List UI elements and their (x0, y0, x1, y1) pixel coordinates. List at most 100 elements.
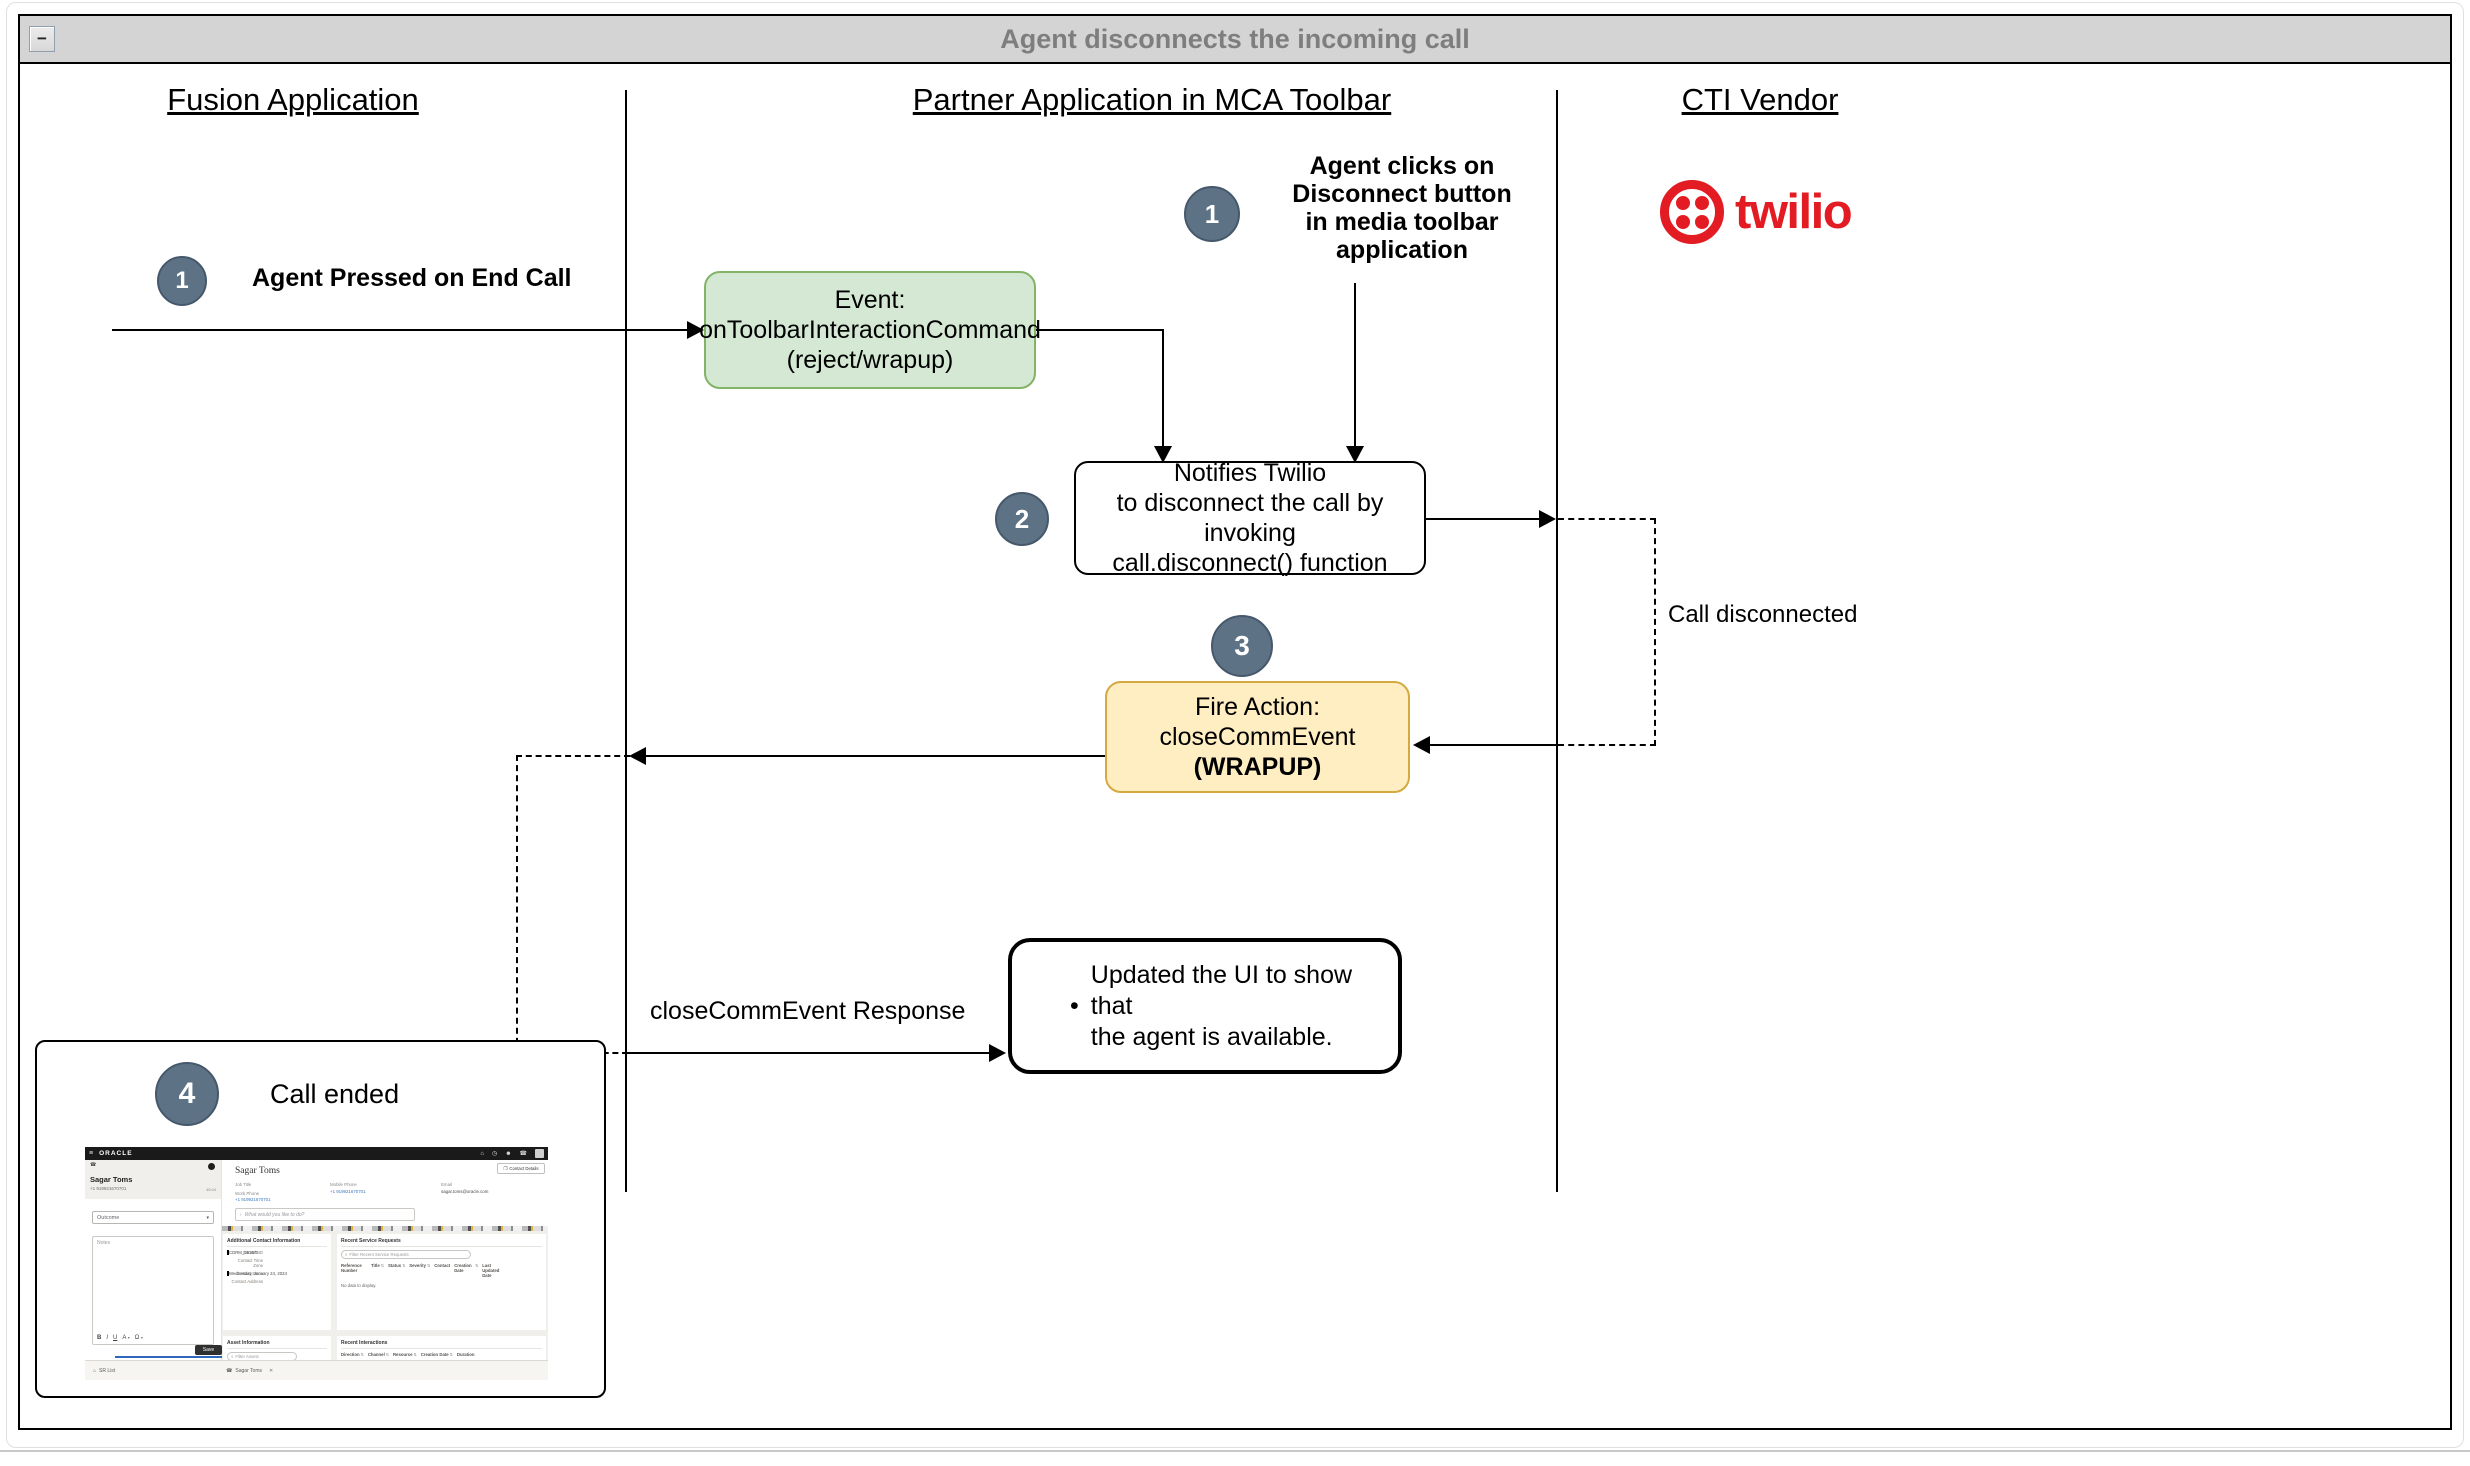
step-badge-2: 2 (995, 492, 1049, 546)
fire-action-box: Fire Action: closeCommEvent (WRAPUP) (1105, 681, 1410, 793)
connector-fire-out (646, 755, 1105, 757)
underline-icon: U (113, 1335, 118, 1341)
diagram-title: Agent disconnects the incoming call (1000, 24, 1470, 54)
sort-icon: ⇅ (380, 1264, 384, 1268)
asset-filter-input: ⌕ Filter Assets (227, 1352, 297, 1360)
mobile-phone-value: +1 919921670701 (330, 1189, 366, 1194)
email-value: sagar.toms@oracle.com (441, 1189, 489, 1194)
symbol-icon: Ω ▾ (134, 1335, 143, 1341)
contact-details-button: ❒ Contact Details (497, 1163, 545, 1174)
italic-icon: I (106, 1335, 109, 1341)
oracle-logo: ORACLE (99, 1150, 133, 1157)
mini-softphone-panel: ☎ Sagar Toms +1 919921670701 45:04 Outco… (85, 1160, 222, 1360)
twilio-ring-icon (1660, 180, 1724, 244)
search-icon: ⌕ (231, 1354, 234, 1359)
sort-icon: ⇅ (413, 1353, 417, 1357)
save-button: Save (195, 1345, 222, 1355)
assistant-input: › What would you like to do? (235, 1208, 415, 1221)
softphone-contact-name: Sagar Toms (90, 1175, 133, 1184)
format-toolbar: B I U A ▾ Ω ▾ (97, 1335, 143, 1341)
call-timer: 45:04 (205, 1187, 216, 1192)
sort-icon: ⇅ (402, 1264, 406, 1268)
recent-service-requests-card: Recent Service Requests ⌕ Filter Recent … (337, 1234, 546, 1330)
arrowhead-down-icon (1154, 446, 1172, 463)
mini-topbar: ≡ ORACLE ⌂ ◷ ☻ ☎ (85, 1147, 548, 1160)
tab-contact: ☎ Sagar Toms ✕ (226, 1367, 274, 1374)
call-ended-label: Call ended (270, 1079, 400, 1109)
notify-twilio-box: Notifies Twilio to disconnect the call b… (1074, 459, 1426, 577)
recent-interactions-card: Recent Interactions Direction⇅ Channel⇅ … (337, 1336, 546, 1360)
outcome-select: Outcome ▾ (92, 1211, 214, 1224)
bold-icon: B (97, 1335, 102, 1341)
connector-response (628, 1052, 990, 1054)
connector-notify-out (1426, 518, 1540, 520)
document-icon: ❒ (503, 1165, 508, 1171)
collapse-button[interactable]: − (29, 26, 55, 52)
asset-information-card: Asset Information ⌕ Filter Assets (223, 1336, 331, 1360)
minus-icon: − (37, 29, 47, 48)
dashed-fusion-v (516, 755, 518, 1054)
additional-contact-card: Additional Contact Information Contact I… (223, 1234, 331, 1330)
sort-icon: ⇅ (427, 1264, 431, 1268)
bullet-icon: • (1070, 991, 1079, 1020)
lane-divider-left (625, 90, 627, 1192)
softphone-header: ☎ Sagar Toms +1 919921670701 45:04 (85, 1160, 221, 1199)
mini-tabbar: ⌂ SR List ☎ Sagar Toms ✕ (85, 1360, 548, 1380)
connector-cti-to-fire (1430, 744, 1558, 746)
notifications-icon: ◷ (491, 1151, 498, 1157)
close-icon: ✕ (268, 1367, 274, 1374)
tab-sr-list: ⌂ SR List (93, 1367, 116, 1374)
active-panel-underline (115, 1356, 222, 1358)
job-title-label: Job Title (235, 1182, 252, 1187)
email-label: Email (441, 1182, 452, 1187)
step-badge-1-right: 1 (1184, 186, 1240, 242)
phone-icon: ☎ (90, 1162, 97, 1168)
work-phone-value: +1 919921670701 (235, 1197, 271, 1202)
step1-right-label: Agent clicks on Disconnect button in med… (1292, 152, 1512, 264)
sort-icon: ⇅ (475, 1264, 479, 1268)
response-label: closeCommEvent Response (650, 997, 966, 1025)
window-bottom-edge (0, 1450, 2470, 1452)
lane-header-partner: Partner Application in MCA Toolbar (912, 82, 1392, 117)
rsr-table-headers: Reference Number Title⇅ Status⇅ Severity… (341, 1263, 500, 1278)
dashed-fusion-top (516, 755, 630, 757)
sort-icon: ⇅ (385, 1353, 389, 1357)
record-icon (208, 1163, 215, 1170)
step-badge-3: 3 (1211, 615, 1273, 677)
connector-event-h (1036, 329, 1164, 331)
rsr-filter-input: ⌕ Filter Recent Service Requests (341, 1250, 471, 1259)
home-icon: ⌂ (93, 1367, 97, 1374)
connector-clicks-v (1354, 283, 1356, 447)
event-box: Event: onToolbarInteractionCommand (reje… (699, 271, 1041, 389)
lane-header-cti: CTI Vendor (1681, 82, 1839, 117)
chevron-right-icon: › (240, 1211, 242, 1218)
rsr-empty-message: No data to display. (341, 1283, 377, 1288)
arrowhead-left-icon (629, 747, 646, 765)
agent-status-icon: ☻ (505, 1150, 512, 1157)
connector-event-v (1162, 329, 1164, 447)
arrowhead-left-icon (1413, 736, 1430, 754)
collapsed-row-strip (222, 1226, 548, 1231)
arrowhead-right-icon (687, 321, 704, 339)
arrow-endcall-line (112, 329, 690, 331)
notes-field: Notes B I U A ▾ Ω ▾ (92, 1236, 214, 1345)
mobile-phone-label: Mobile Phone (330, 1182, 357, 1187)
arrowhead-right-icon (1539, 510, 1556, 528)
search-icon: ⌕ (345, 1252, 348, 1257)
home-icon: ⌂ (480, 1150, 484, 1157)
step1-left-label: Agent Pressed on End Call (252, 264, 572, 292)
twilio-wordmark: twilio (1735, 185, 1853, 239)
lane-header-fusion: Fusion Application (167, 82, 419, 117)
sort-icon: ⇅ (449, 1353, 453, 1357)
sort-icon: ⇅ (360, 1353, 364, 1357)
work-phone-label: Work Phone (235, 1191, 260, 1196)
result-box: • Updated the UI to show that the agent … (1008, 938, 1402, 1074)
arrowhead-down-icon (1346, 446, 1364, 463)
call-disconnected-label: Call disconnected (1668, 601, 1858, 628)
dashed-cti-v (1654, 518, 1656, 746)
dashed-cti-top (1558, 518, 1656, 520)
phone-icon: ☎ (226, 1367, 233, 1374)
phone-icon: ☎ (519, 1151, 527, 1157)
avatar (535, 1149, 544, 1158)
